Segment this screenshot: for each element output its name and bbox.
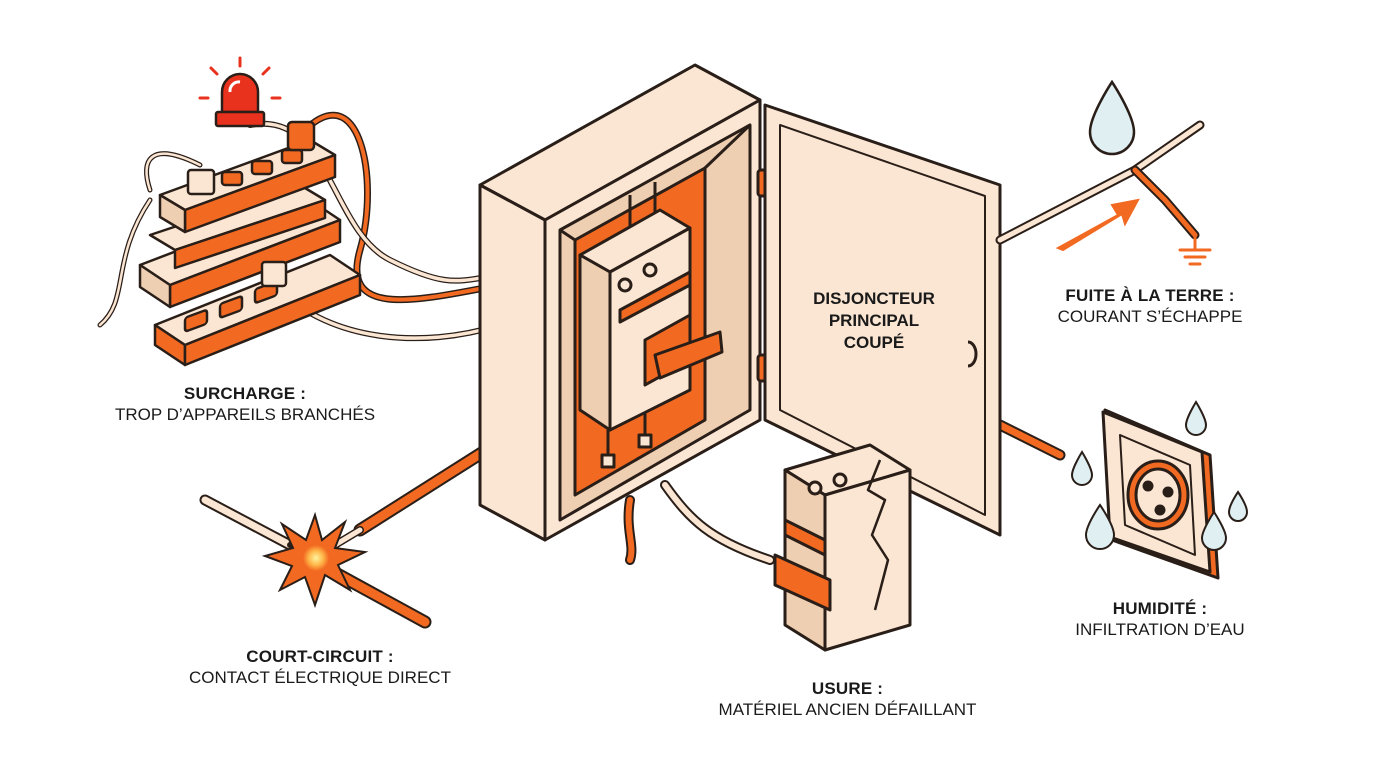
cause-wear: USURE : MATÉRIEL ANCIEN DÉFAILLANT bbox=[680, 678, 1015, 721]
wall-outlet-icon bbox=[1101, 408, 1220, 580]
spark-icon bbox=[261, 511, 369, 609]
cause-wear-desc: MATÉRIEL ANCIEN DÉFAILLANT bbox=[718, 700, 977, 720]
siren-icon bbox=[198, 56, 282, 128]
cause-earth-leak: FUITE À LA TERRE : COURANT S’ÉCHAPPE bbox=[1030, 285, 1270, 328]
short-circuit-wires bbox=[199, 428, 517, 629]
humidity-drops bbox=[1070, 400, 1249, 551]
main-breaker-line3: COUPÉ bbox=[843, 333, 905, 353]
power-strip-icon bbox=[138, 120, 362, 367]
cause-earth-leak-desc: COURANT S’ÉCHAPPE bbox=[1057, 307, 1243, 327]
earth-leak-wires bbox=[995, 120, 1205, 245]
cause-humidity-desc: INFILTRATION D’EAU bbox=[1075, 620, 1245, 640]
ground-icon bbox=[1178, 233, 1212, 266]
main-breaker-line1: DISJONCTEUR bbox=[813, 289, 935, 308]
panel-bottom-wires bbox=[623, 419, 1066, 565]
cause-humidity-title: HUMIDITÉ : bbox=[1112, 599, 1208, 618]
cause-overload: SURCHARGE : TROP D’APPAREILS BRANCHÉS bbox=[80, 383, 410, 426]
cause-short-circuit-desc: CONTACT ÉLECTRIQUE DIRECT bbox=[189, 668, 451, 688]
cause-overload-desc: TROP D’APPAREILS BRANCHÉS bbox=[114, 405, 376, 425]
water-drop-icon bbox=[1088, 79, 1136, 156]
cause-short-circuit: COURT-CIRCUIT : CONTACT ÉLECTRIQUE DIREC… bbox=[150, 646, 490, 689]
cracked-breaker-icon bbox=[773, 443, 912, 652]
leak-arrow-icon bbox=[1055, 198, 1140, 252]
cause-humidity: HUMIDITÉ : INFILTRATION D’EAU bbox=[1040, 598, 1280, 641]
main-breaker-line2: PRINCIPAL bbox=[828, 311, 920, 331]
cause-wear-title: USURE : bbox=[811, 679, 884, 698]
electrical-panel-icon bbox=[478, 63, 770, 542]
cause-overload-title: SURCHARGE : bbox=[183, 384, 307, 403]
cause-earth-leak-title: FUITE À LA TERRE : bbox=[1065, 286, 1235, 305]
panel-door bbox=[763, 103, 1002, 537]
cause-short-circuit-title: COURT-CIRCUIT : bbox=[246, 647, 394, 666]
main-breaker-label: DISJONCTEUR PRINCIPAL COUPÉ bbox=[786, 288, 962, 354]
